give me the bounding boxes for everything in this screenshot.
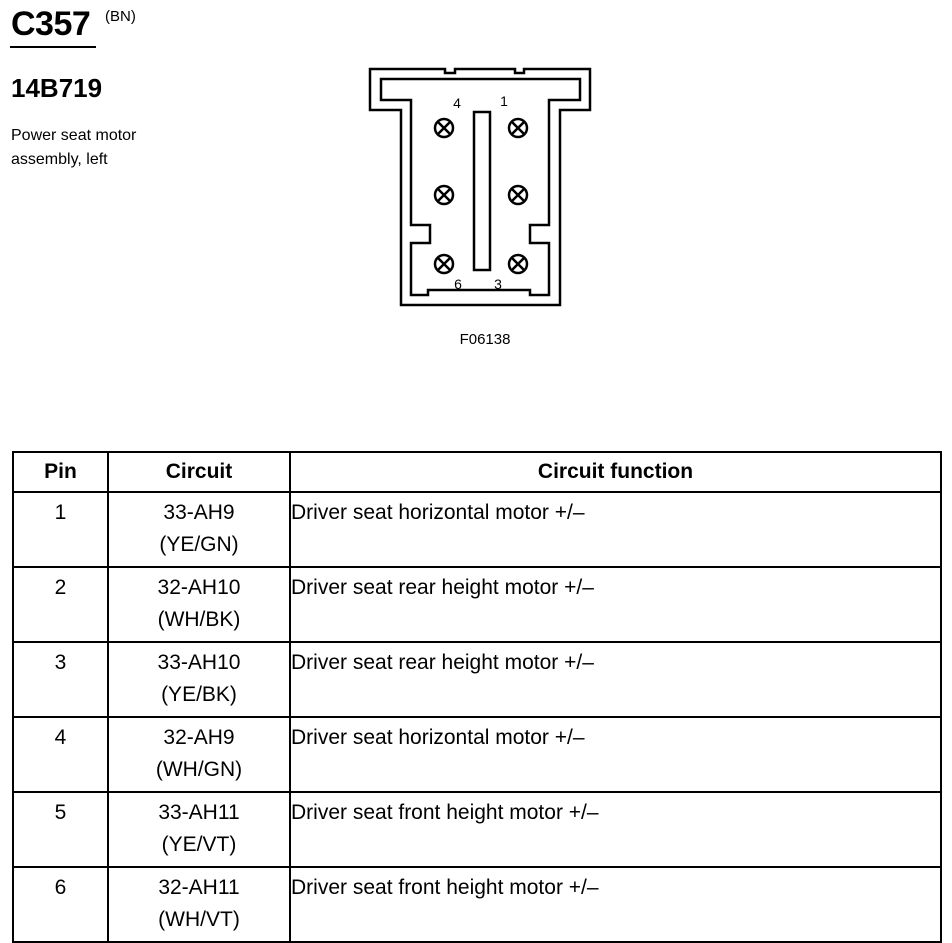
terminal-pin-1-icon: [507, 117, 529, 139]
pin-cell: 3: [12, 641, 109, 718]
table-row: 2 32-AH10 (WH/BK) Driver seat rear heigh…: [12, 566, 942, 643]
header-circuit-function: Circuit function: [289, 451, 942, 493]
description-line-2: assembly, left: [11, 151, 108, 168]
table-header-row: Pin Circuit Circuit function: [12, 451, 942, 493]
circuit-function-cell: Driver seat horizontal motor +/–: [289, 491, 942, 568]
table-row: 6 32-AH11 (WH/VT) Driver seat front heig…: [12, 866, 942, 943]
pin-cell: 6: [12, 866, 109, 943]
table-row: 5 33-AH11 (YE/VT) Driver seat front heig…: [12, 791, 942, 868]
circuit-cell: 33-AH11 (YE/VT): [107, 791, 291, 868]
description-line-1: Power seat motor: [11, 127, 137, 144]
connector-housing-inner: [379, 77, 582, 297]
table-row: 4 32-AH9 (WH/GN) Driver seat horizontal …: [12, 716, 942, 793]
terminal-pin-5-icon: [433, 184, 455, 206]
part-number: 14B719: [11, 73, 103, 103]
terminal-pin-2-icon: [507, 184, 529, 206]
table-row: 3 33-AH10 (YE/BK) Driver seat rear heigh…: [12, 641, 942, 718]
circuit-number: 33-AH11: [158, 801, 240, 824]
circuit-cell: 33-AH10 (YE/BK): [107, 641, 291, 718]
connector-housing-outer: [368, 67, 592, 307]
wire-color: (WH/VT): [158, 908, 240, 931]
circuit-function-cell: Driver seat front height motor +/–: [289, 866, 942, 943]
terminal-pin-6-icon: [433, 253, 455, 275]
wire-color: (WH/GN): [155, 758, 243, 781]
pinout-table: Pin Circuit Circuit function 1 33-AH9 (Y…: [12, 451, 942, 943]
pin-cell: 2: [12, 566, 109, 643]
header-circuit: Circuit: [107, 451, 291, 493]
circuit-cell: 32-AH9 (WH/GN): [107, 716, 291, 793]
wire-color: (YE/GN): [159, 533, 239, 556]
terminal-pin-4-icon: [433, 117, 455, 139]
circuit-function-cell: Driver seat rear height motor +/–: [289, 641, 942, 718]
circuit-number: 32-AH11: [158, 876, 240, 899]
figure-id: F06138: [459, 331, 511, 348]
circuit-function-cell: Driver seat rear height motor +/–: [289, 566, 942, 643]
pin-label-1: 1: [500, 93, 508, 109]
circuit-cell: 32-AH10 (WH/BK): [107, 566, 291, 643]
circuit-cell: 33-AH9 (YE/GN): [107, 491, 291, 568]
pin-label-4: 4: [453, 95, 461, 111]
connector-color: (BN): [105, 8, 136, 25]
pin-cell: 1: [12, 491, 109, 568]
pin-label-6: 6: [454, 276, 462, 292]
circuit-number: 33-AH9: [163, 501, 235, 524]
connector-id: C357: [11, 5, 91, 43]
pin-cell: 5: [12, 791, 109, 868]
pin-cell: 4: [12, 716, 109, 793]
table-row: 1 33-AH9 (YE/GN) Driver seat horizontal …: [12, 491, 942, 568]
wire-color: (WH/BK): [157, 608, 241, 631]
terminal-pin-3-icon: [507, 253, 529, 275]
circuit-cell: 32-AH11 (WH/VT): [107, 866, 291, 943]
connector-face-diagram: 4 1 6 3: [368, 67, 592, 307]
circuit-number: 32-AH9: [163, 726, 235, 749]
keying-slot: [472, 110, 492, 272]
circuit-number: 33-AH10: [157, 651, 241, 674]
circuit-number: 32-AH10: [157, 576, 241, 599]
pin-label-3: 3: [494, 276, 502, 292]
wire-color: (YE/VT): [161, 833, 237, 856]
title-underline: [10, 46, 96, 48]
circuit-function-cell: Driver seat horizontal motor +/–: [289, 716, 942, 793]
header-pin: Pin: [12, 451, 109, 493]
wire-color: (YE/BK): [161, 683, 237, 706]
circuit-function-cell: Driver seat front height motor +/–: [289, 791, 942, 868]
